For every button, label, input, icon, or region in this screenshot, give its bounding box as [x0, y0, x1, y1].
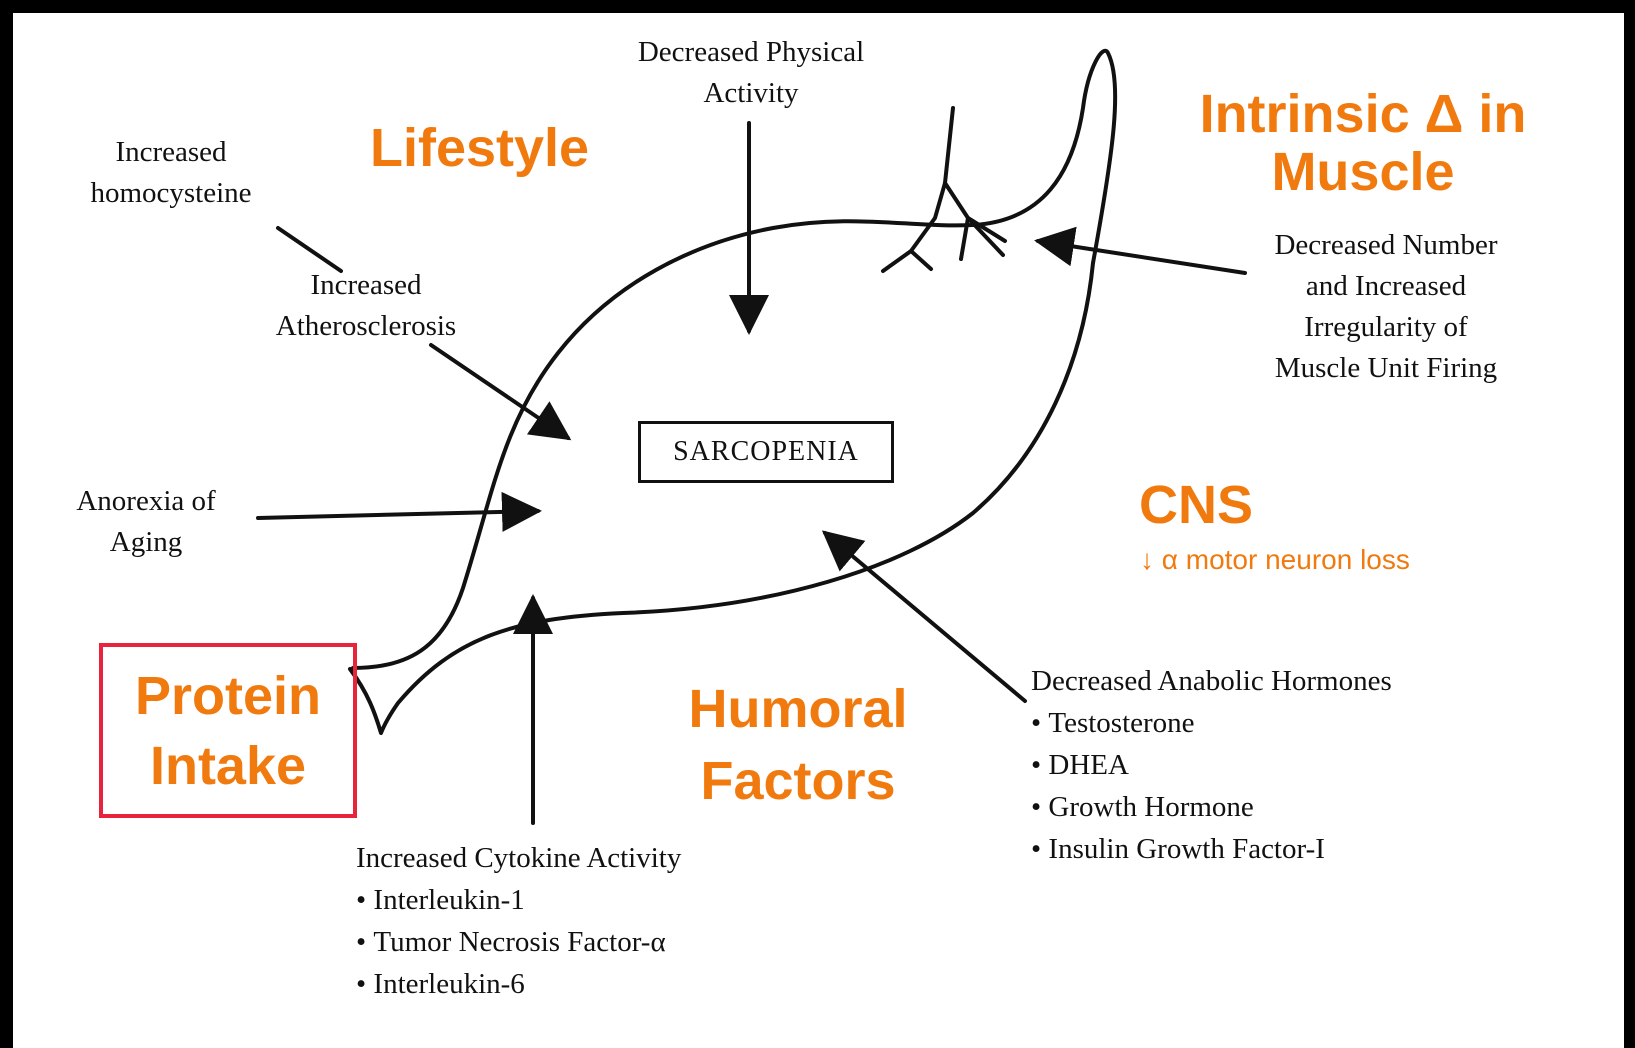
cytokines-list: Interleukin-1 Tumor Necrosis Factor-α In…	[356, 879, 681, 1005]
anorexia-label: Anorexia of Aging	[76, 485, 216, 558]
list-item: Insulin Growth Factor-I	[1031, 828, 1392, 870]
sarcopenia-box: SARCOPENIA	[638, 421, 894, 483]
physical-activity-label: Decreased Physical Activity	[637, 36, 865, 109]
lifestyle-category: Lifestyle	[370, 118, 590, 178]
slide: Decreased Physical Activity Increased ho…	[13, 13, 1624, 1048]
list-item: Interleukin-6	[356, 963, 681, 1005]
intrinsic-muscle-category: Intrinsic Δ in Muscle	[1199, 84, 1527, 202]
sarcopenia-label: SARCOPENIA	[673, 436, 859, 467]
protein-intake-highlight: Protein Intake	[99, 643, 357, 818]
hormones-list: Testosterone DHEA Growth Hormone Insulin…	[1031, 702, 1392, 870]
cns-note: ↓ α motor neuron loss	[1140, 544, 1410, 575]
cns-category: CNS	[1139, 475, 1254, 535]
arrow-hormones	[821, 530, 1027, 703]
atherosclerosis-label: Increased Atherosclerosis	[275, 269, 457, 342]
homocysteine-label: Increased homocysteine	[90, 136, 252, 209]
nerve-end-left	[881, 249, 933, 273]
cytokines-label: Increased Cytokine Activity Interleukin-…	[356, 838, 681, 1005]
arrow-anorexia	[256, 491, 542, 532]
humoral-category: Humoral Factors	[688, 679, 908, 811]
nerve-end-right	[959, 216, 1007, 261]
arrow-atherosclerosis	[429, 343, 572, 441]
nerve-trunk	[909, 106, 955, 253]
list-item: Interleukin-1	[356, 879, 681, 921]
list-item: Testosterone	[1031, 702, 1392, 744]
list-item: DHEA	[1031, 744, 1392, 786]
nerve-branch	[943, 181, 1005, 257]
list-item: Growth Hormone	[1031, 786, 1392, 828]
hormones-label: Decreased Anabolic Hormones Testosterone…	[1031, 661, 1392, 870]
motor-units-label: Decreased Number and Increased Irregular…	[1274, 229, 1498, 384]
homocysteine-connector	[276, 226, 343, 273]
arrow-motor-units	[1034, 226, 1247, 275]
list-item: Tumor Necrosis Factor-α	[356, 921, 681, 963]
muscle-outline-diagram	[256, 48, 1247, 825]
